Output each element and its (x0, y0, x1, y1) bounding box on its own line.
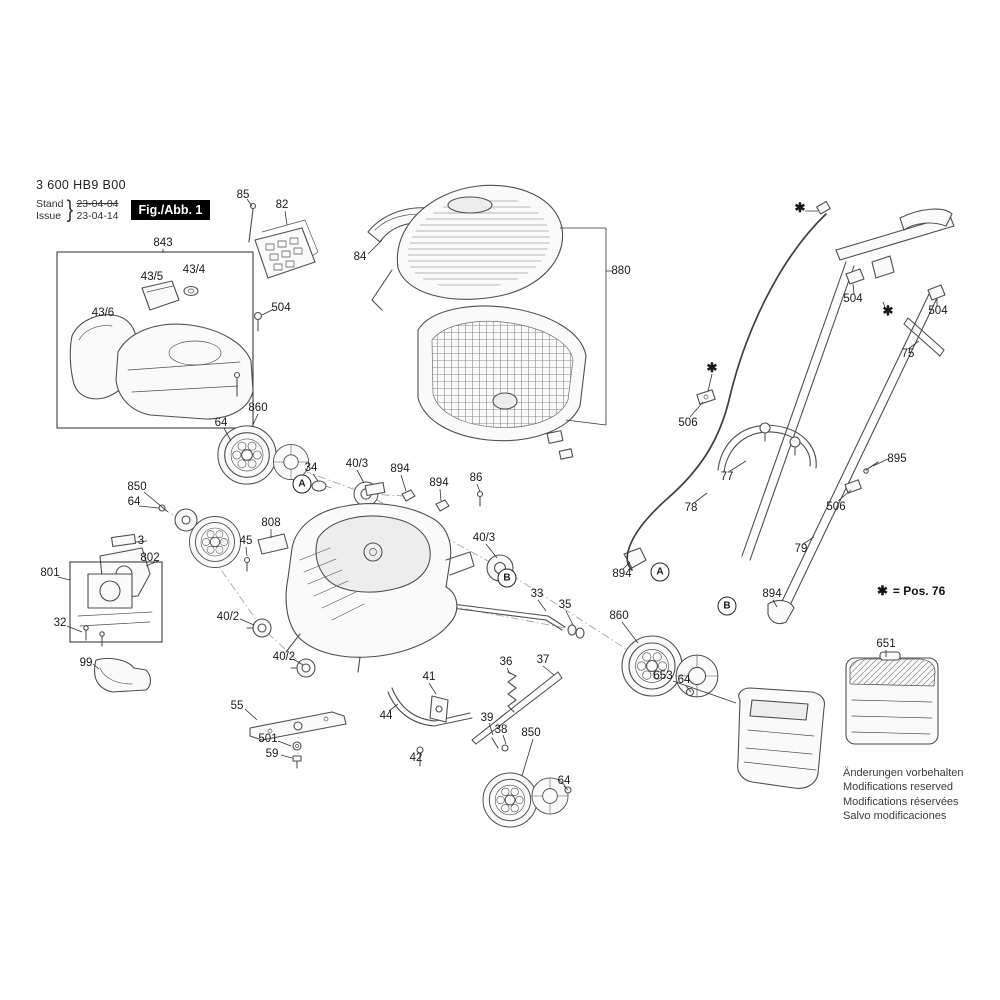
part-653-charger (737, 687, 826, 789)
footer-note-line: Änderungen vorbehalten (843, 767, 964, 779)
part-82-switch-panel (254, 219, 319, 279)
group-850-rear-wheel (482, 772, 572, 828)
part-504-screw-left (253, 311, 263, 332)
part-808-plate (243, 533, 289, 572)
part-99-tray (94, 657, 152, 693)
footer-note-line: Modifications réservées (843, 795, 959, 808)
group-36-37-rod (471, 671, 563, 752)
parts-40-2-rollers (246, 618, 316, 678)
group-55-blade (249, 711, 347, 769)
doc-number: 3 600 HB9 B00 (36, 178, 126, 192)
parts-894-clips-top (401, 489, 484, 512)
part-40-3-roller-mid (486, 554, 514, 582)
footer-note-line: Salvo modificaciones (843, 809, 947, 822)
issue-date: 23-04-14 (76, 210, 119, 222)
part-85-pin (248, 202, 257, 243)
group-850-left-wheel (158, 504, 241, 568)
group-860-front-wheel (217, 425, 310, 485)
group-44-linkage (387, 687, 473, 767)
asterisk-icon: ✱ (877, 583, 888, 598)
stand-label: Stand (36, 198, 64, 210)
group-843-box (56, 251, 254, 429)
leader-lines (57, 198, 938, 791)
issue-label: Issue (36, 210, 62, 222)
brace-glyph: } (67, 196, 74, 223)
pos-76-legend: ✱ = Pos. 76 (877, 583, 945, 599)
part-651-battery (845, 651, 939, 745)
part-mower-deck (285, 481, 475, 673)
pos-76-legend-text: = Pos. 76 (892, 584, 946, 598)
part-34-cap (311, 480, 332, 492)
stand-date: 23-04-04 (76, 198, 119, 210)
group-880-motor-cover (371, 184, 613, 460)
stand-issue-labels: Stand Issue (36, 198, 63, 222)
header-block: 3 600 HB9 B00 Stand Issue } 23-04-04 23-… (36, 178, 211, 224)
figure-badge: Fig./Abb. 1 (130, 200, 211, 220)
stand-issue-dates: 23-04-04 23-04-14 (76, 198, 118, 222)
footer-note-line: Modifications reserved (843, 781, 954, 794)
group-860-rear-wheel (621, 635, 719, 698)
group-801-chassis (69, 533, 163, 647)
group-handlebar (623, 200, 955, 625)
